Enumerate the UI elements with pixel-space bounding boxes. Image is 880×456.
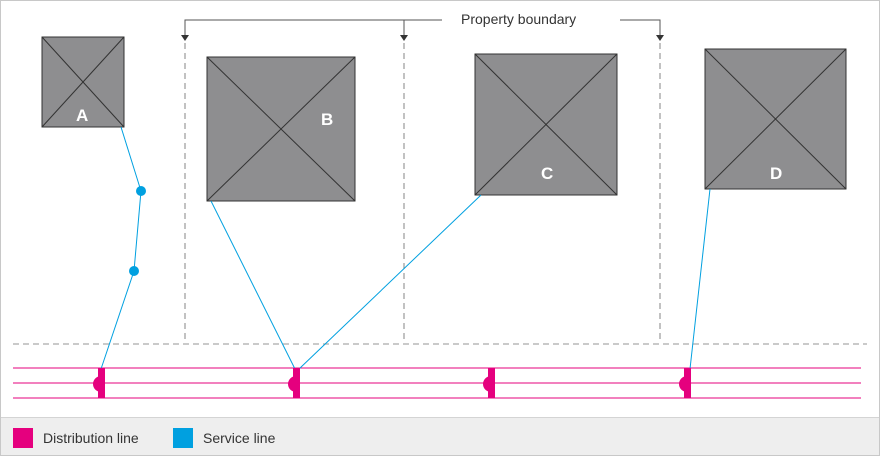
building-d-label: D [770, 164, 782, 183]
service-line-b [210, 200, 296, 370]
arrowhead-mid [400, 35, 408, 41]
service-junction-1 [136, 186, 146, 196]
arrowhead-right [656, 35, 664, 41]
service-diagram: A B C D [13, 19, 867, 399]
building-b-label: B [321, 110, 333, 129]
arrowhead-left [181, 35, 189, 41]
building-b: B [206, 56, 356, 202]
legend-label-service: Service line [203, 430, 276, 446]
service-swatch [173, 428, 193, 448]
service-connection-4 [679, 368, 691, 398]
boundary-bracket-left [184, 19, 442, 35]
property-boundary-label: Property boundary [461, 11, 577, 27]
building-c-label: C [541, 164, 553, 183]
legend: Distribution line Service line [1, 417, 879, 455]
service-line-c [298, 194, 482, 370]
property-boundary-bracket [184, 19, 661, 35]
building-a: A [41, 36, 125, 128]
distribution-lines [13, 367, 861, 399]
service-line-a [100, 126, 142, 370]
building-c: C [474, 53, 618, 196]
service-lines [100, 126, 711, 370]
service-line-d [689, 188, 711, 370]
boundary-bracket-right [620, 19, 661, 35]
boundary-arrowheads [181, 35, 664, 41]
service-connections [93, 368, 691, 398]
building-a-label: A [76, 106, 88, 125]
service-connection-1 [93, 368, 105, 398]
legend-item-service: Service line [173, 428, 275, 448]
service-connection-3 [483, 368, 495, 398]
distribution-swatch [13, 428, 33, 448]
service-connection-2 [288, 368, 300, 398]
building-d: D [704, 48, 847, 190]
legend-item-distribution: Distribution line [13, 428, 139, 448]
legend-label-distribution: Distribution line [43, 430, 139, 446]
service-junctions [129, 186, 146, 276]
service-junction-2 [129, 266, 139, 276]
